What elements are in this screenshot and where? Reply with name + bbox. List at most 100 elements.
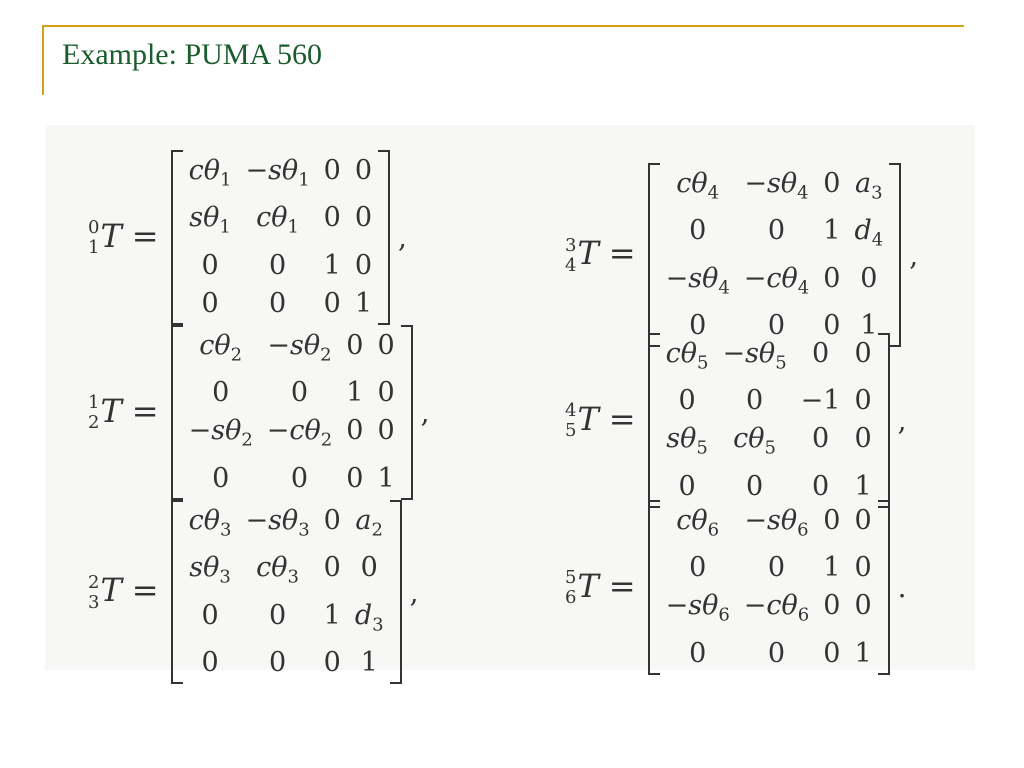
- matrix-cell: 0: [354, 202, 373, 234]
- equals-sign: =: [131, 216, 159, 255]
- matrix-cell: cθ1: [188, 155, 232, 191]
- matrix-cell: 0: [823, 590, 841, 622]
- matrix-cell: 0: [268, 249, 287, 281]
- matrix-cell: 0: [323, 552, 341, 584]
- matrix-cell: 0: [854, 505, 872, 536]
- matrix-cell: 0: [860, 262, 878, 294]
- matrix-cell: sθ5: [666, 423, 708, 459]
- matrix-cell: 0: [377, 377, 395, 409]
- matrix-cell: a2: [355, 505, 383, 541]
- transform-symbol: T: [577, 566, 599, 605]
- matrix-cell: 0: [811, 470, 830, 502]
- matrix-cell: cθ4: [676, 168, 720, 204]
- matrix-cell: 0: [767, 310, 786, 342]
- matrix-cell: 1: [860, 310, 878, 342]
- left-bracket: [170, 325, 183, 500]
- matrix-cell: −sθ1: [245, 155, 310, 191]
- matrix-cell: 0: [354, 155, 373, 186]
- matrix-cell: 0: [823, 505, 841, 536]
- matrix-cell: sθ1: [189, 202, 231, 238]
- matrix-cell: 0: [323, 202, 341, 234]
- transform-symbol: T: [100, 571, 122, 610]
- frame-superscript: 0: [88, 217, 100, 239]
- matrix-cell: 0: [823, 168, 841, 199]
- matrix-cell: 0: [767, 215, 786, 247]
- frame-superscript: 1: [88, 392, 100, 414]
- equals-sign: =: [608, 234, 636, 273]
- frame-subscript: 4: [565, 254, 577, 276]
- left-accent-rule: [42, 25, 44, 95]
- matrix-cell: 1: [346, 377, 364, 409]
- matrix-cell: 1: [823, 215, 841, 247]
- matrix-cell: −1: [800, 385, 841, 417]
- matrix-cell: 0: [745, 470, 764, 502]
- frame-superscript: 5: [565, 567, 577, 589]
- transform-symbol: T: [577, 399, 599, 438]
- matrix-cell: 0: [823, 637, 841, 669]
- matrix-cell: −sθ2: [267, 330, 332, 366]
- matrix-cell: 1: [360, 647, 378, 679]
- matrix-cell: 1: [354, 287, 373, 319]
- frame-subscript: 1: [88, 237, 100, 259]
- equals-sign: =: [131, 391, 159, 430]
- matrix-cell: 0: [767, 637, 786, 669]
- matrix-cell: 1: [854, 637, 872, 669]
- matrix-cell: 0: [212, 462, 230, 494]
- left-bracket: [170, 500, 183, 685]
- matrix-cell: 1: [323, 599, 341, 631]
- matrix-cell: cθ2: [199, 330, 243, 366]
- matrix-cell: 0: [268, 647, 287, 679]
- equals-sign: =: [131, 571, 159, 610]
- equals-sign: =: [608, 399, 636, 438]
- matrix-cell: −cθ4: [743, 262, 810, 299]
- matrix-cell: 0: [811, 338, 830, 369]
- matrix-cell: 0: [346, 415, 364, 447]
- matrix-cell: 0: [268, 287, 287, 319]
- matrix-cell: −cθ2: [266, 415, 333, 451]
- trailing-punctuation: ,: [420, 395, 430, 429]
- matrix-cell: 0: [689, 310, 707, 342]
- transform-symbol: T: [100, 216, 122, 255]
- left-bracket: [647, 333, 660, 508]
- matrix-cell: 0: [823, 262, 841, 294]
- matrix-cell: 0: [745, 385, 764, 417]
- frame-superscript: 3: [565, 234, 577, 256]
- matrix-cell: 0: [290, 377, 309, 409]
- matrix-cell: cθ6: [676, 505, 720, 541]
- matrix-cell: 0: [377, 415, 395, 447]
- matrix-cell: −sθ2: [188, 415, 253, 451]
- scanned-equations-image: [45, 125, 975, 670]
- frame-subscript: 3: [88, 591, 100, 613]
- matrix-cell: 1: [823, 552, 841, 584]
- trailing-punctuation: ,: [409, 575, 419, 609]
- matrix-cell: 0: [811, 423, 830, 455]
- matrix-cell: 0: [689, 215, 707, 247]
- matrix-cell: cθ3: [188, 505, 232, 541]
- matrix-cell: −sθ3: [245, 505, 310, 541]
- matrix-cell: 0: [689, 552, 707, 584]
- matrix-cell: 0: [323, 155, 341, 186]
- matrix-cell: 0: [212, 377, 230, 409]
- matrix-cell: 0: [854, 590, 872, 622]
- matrix-cell: −sθ6: [665, 590, 730, 626]
- right-bracket: [378, 150, 391, 325]
- matrix-cell: d3: [354, 599, 384, 636]
- frame-subscript: 2: [88, 412, 100, 434]
- matrix-cell: a3: [855, 168, 883, 204]
